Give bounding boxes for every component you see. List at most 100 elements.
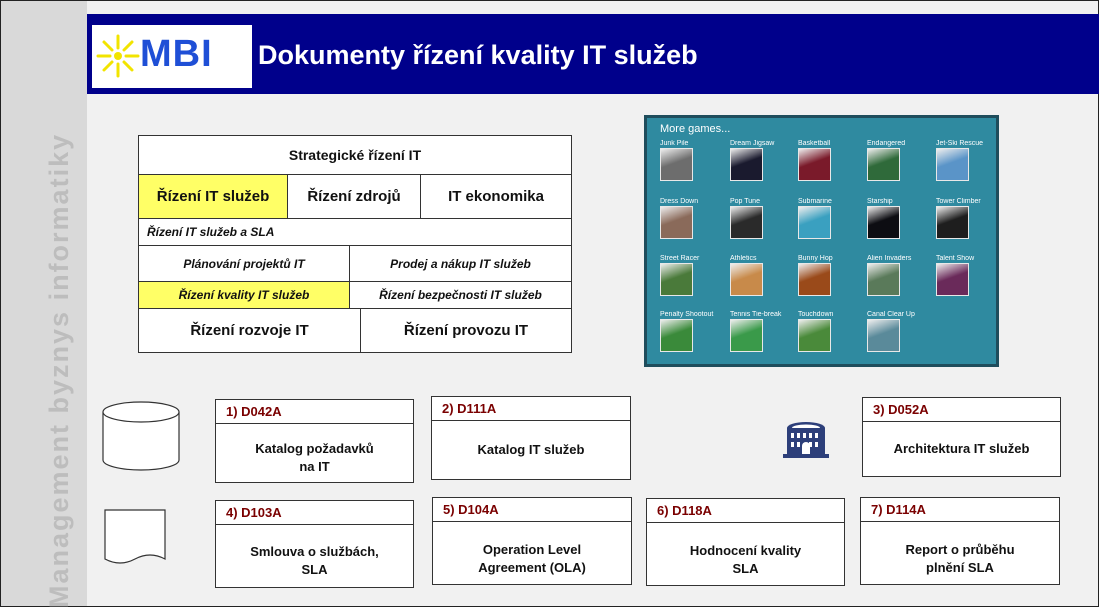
stadium-icon [783,422,829,458]
game-tile-label: Dress Down [660,198,699,205]
game-tile[interactable]: Endangered [867,140,927,181]
header-bar [87,14,1099,94]
game-thumbnail [730,206,763,239]
document-card-d042a: 1) D042A Katalog požadavků na IT [215,399,414,483]
document-card-d118a: 6) D118A Hodnocení kvality SLA [646,498,845,586]
document-code: 5) D104A [433,498,631,522]
sales-purchase-cell: Prodej a nákup IT služeb [349,245,572,282]
page-title: Dokumenty řízení kvality IT služeb [258,40,698,70]
document-code: 1) D042A [216,400,413,424]
document-code: 3) D052A [863,398,1060,422]
game-tile[interactable]: Bunny Hop [798,255,858,296]
game-tile-label: Tower Climber [936,198,981,205]
services-sla-cell: Řízení IT služeb a SLA [138,218,572,246]
document-code: 4) D103A [216,501,413,525]
game-tile[interactable]: Junk Pile [660,140,720,181]
game-tile-label: Street Racer [660,255,700,262]
resources-cell: Řízení zdrojů [287,174,421,219]
game-tile-label: Basketball [798,140,831,147]
game-thumbnail [660,319,693,352]
game-tile-label: Dream Jigsaw [730,140,775,147]
game-tile-label: Alien Invaders [867,255,912,262]
document-name: Operation Level Agreement (OLA) [478,542,586,575]
game-thumbnail [867,206,900,239]
games-panel: More games... Junk Pile Dream Jigsaw Baske… [644,115,999,367]
game-tile[interactable]: Athletics [730,255,790,296]
game-tile-label: Endangered [867,140,906,147]
sidebar-title: Management byznys informatiky [44,132,74,608]
document-code: 6) D118A [647,499,844,523]
game-tile[interactable]: Pop Tune [730,198,790,239]
game-tile-label: Penalty Shootout [660,311,714,318]
game-thumbnail [936,206,969,239]
document-name: Katalog požadavků na IT [255,441,374,474]
game-thumbnail [936,263,969,296]
document-name: Report o průběhu plnění SLA [905,542,1015,575]
game-tile[interactable]: Dress Down [660,198,720,239]
game-tile-label: Jet-Ski Rescue [936,140,984,147]
game-tile[interactable]: Touchdown [798,311,858,352]
game-tile[interactable]: Canal Clear Up [867,311,927,352]
game-tile[interactable]: Street Racer [660,255,720,296]
document-code: 2) D111A [432,397,630,421]
game-thumbnail [798,319,831,352]
project-planning-cell: Plánování projektů IT [138,245,350,282]
game-tile-label: Talent Show [936,255,975,262]
game-thumbnail [867,148,900,181]
game-thumbnail [730,148,763,181]
game-tile-label: Junk Pile [660,140,689,147]
game-thumbnail [730,319,763,352]
game-tile-label: Starship [867,198,893,205]
it-services-cell: Řízení IT služeb [138,174,288,219]
database-cylinder-icon [102,401,180,471]
document-name: Katalog IT služeb [477,442,585,457]
game-thumbnail [936,148,969,181]
game-tile[interactable]: Tower Climber [936,198,996,239]
game-tile-label: Tennis Tie-break [730,311,782,318]
game-tile[interactable]: Penalty Shootout [660,311,720,352]
strategic-it-cell: Strategické řízení IT [138,135,572,175]
game-tile-label: Submarine [798,198,832,205]
game-tile[interactable]: Alien Invaders [867,255,927,296]
game-tile[interactable]: Tennis Tie-break [730,311,790,352]
game-tile[interactable]: Starship [867,198,927,239]
it-economics-cell: IT ekonomika [420,174,572,219]
game-tile-label: Bunny Hop [798,255,833,262]
game-thumbnail [798,148,831,181]
game-tile[interactable]: Basketball [798,140,858,181]
game-thumbnail [867,263,900,296]
document-card-d103a: 4) D103A Smlouva o službách, SLA [215,500,414,588]
game-thumbnail [660,263,693,296]
game-thumbnail [867,319,900,352]
document-name: Architektura IT služeb [893,441,1030,456]
game-tile[interactable]: Talent Show [936,255,996,296]
game-tile-label: Athletics [730,255,757,262]
game-thumbnail [730,263,763,296]
sun-icon [96,34,140,78]
game-tile[interactable]: Jet-Ski Rescue [936,140,996,181]
game-tile[interactable]: Submarine [798,198,858,239]
logo-text: MBI [140,33,213,75]
logo: MBI [92,25,252,88]
games-title: More games... [660,123,731,135]
document-name: Smlouva o službách, SLA [250,544,379,577]
document-code: 7) D114A [861,498,1059,522]
game-thumbnail [660,148,693,181]
game-tile-label: Touchdown [798,311,834,318]
game-thumbnail [798,206,831,239]
document-card-d114a: 7) D114A Report o průběhu plnění SLA [860,497,1060,585]
it-operations-cell: Řízení provozu IT [360,308,572,353]
document-name: Hodnocení kvality SLA [689,543,802,576]
document-page-icon [104,509,166,564]
game-thumbnail [660,206,693,239]
sidebar: Management byznys informatiky [1,1,87,608]
game-tile-label: Pop Tune [730,198,760,205]
game-tile[interactable]: Dream Jigsaw [730,140,790,181]
it-development-cell: Řízení rozvoje IT [138,308,361,353]
document-card-d052a: 3) D052A Architektura IT služeb [862,397,1061,477]
document-card-d111a: 2) D111A Katalog IT služeb [431,396,631,480]
game-thumbnail [798,263,831,296]
document-card-d104a: 5) D104A Operation Level Agreement (OLA) [432,497,632,585]
game-tile-label: Canal Clear Up [867,311,915,318]
security-management-cell: Řízení bezpečnosti IT služeb [349,281,572,309]
